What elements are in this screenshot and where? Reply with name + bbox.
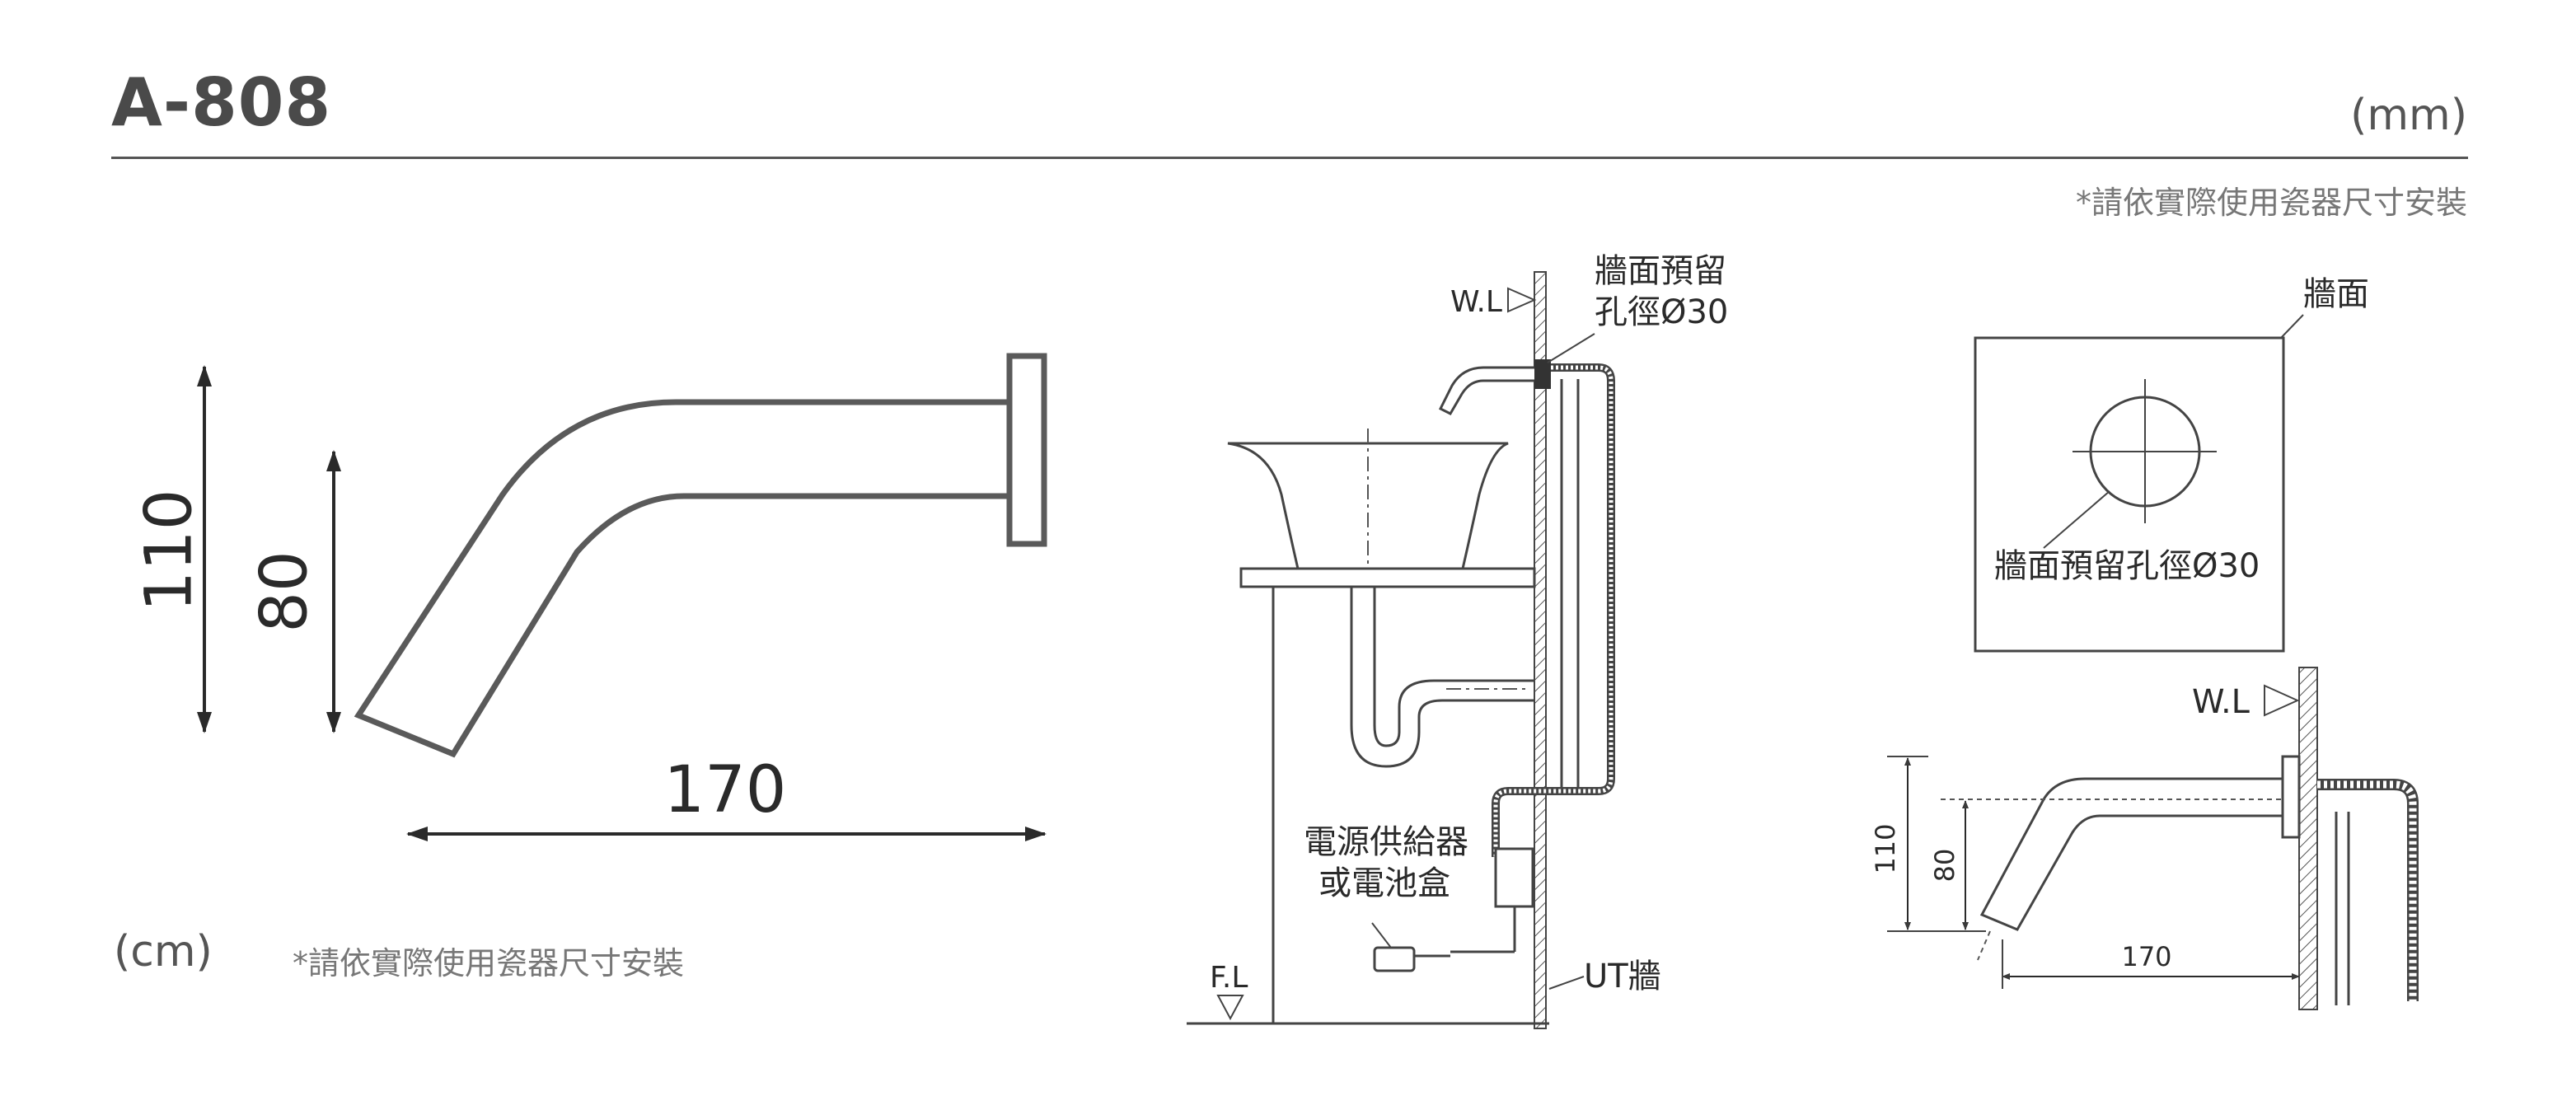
- power-supply-label-line1: 電源供給器: [1304, 823, 1468, 861]
- side-faucet-spout: [1979, 777, 2284, 931]
- side-dimension-view: 110 80 170 W.L: [1870, 667, 2419, 1010]
- control-valve: [1494, 847, 1534, 908]
- side-wall-section: [2298, 667, 2318, 1010]
- supply-hose: [1492, 363, 1615, 857]
- side-water-level-label: W.L: [2192, 683, 2250, 721]
- install-note-bottom: *請依實際使用瓷器尺寸安裝: [293, 945, 685, 981]
- unit-label-cm: (cm): [114, 927, 213, 977]
- power-supply-box: [1373, 946, 1416, 972]
- wall-hole-label-line1: 牆面預留: [1595, 252, 1726, 290]
- wall-faucet: [1438, 366, 1534, 415]
- side-supply-hose: [2317, 779, 2419, 1001]
- water-level-marker: [1507, 287, 1537, 313]
- floor-level-marker: [1216, 995, 1244, 1021]
- faucet-profile-view: 110 80 170: [132, 353, 1047, 841]
- counter-top: [1239, 567, 1536, 588]
- side-dim-text-80: 80: [1929, 849, 1960, 883]
- model-title: A-808: [111, 64, 332, 141]
- wall-hole-label: 牆面預留孔徑Ø30: [1994, 547, 2260, 585]
- installation-section-view: W.L 牆面預留 孔徑Ø30 電源供給器 或電池盒 F.L UT牆: [1187, 252, 1728, 1029]
- dim-text-110: 110: [132, 489, 206, 612]
- install-note-top: *請依實際使用瓷器尺寸安裝: [2075, 185, 2467, 221]
- wall-label: 牆面: [2303, 275, 2369, 313]
- header-divider: [111, 157, 2468, 159]
- wall-section: [1534, 271, 1547, 1029]
- dim-text-170: 170: [664, 753, 787, 827]
- floor-level-label: F.L: [1210, 961, 1248, 995]
- power-supply-label-line2: 或電池盒: [1318, 864, 1450, 902]
- ut-wall-label: UT牆: [1584, 958, 1661, 995]
- faucet-spout-outline: [354, 399, 1013, 758]
- drain-trap: [1350, 587, 1534, 768]
- side-dim-text-170: 170: [2121, 941, 2171, 972]
- dim-text-80: 80: [247, 550, 321, 632]
- wall-flange: [1006, 353, 1047, 547]
- wall-front-view: 牆面 牆面預留孔徑Ø30: [1974, 275, 2369, 653]
- wall-hole-label-line2: 孔徑Ø30: [1595, 293, 1728, 331]
- side-dim-text-110: 110: [1870, 823, 1901, 874]
- side-water-level-marker: [2264, 684, 2300, 717]
- water-level-label: W.L: [1450, 285, 1502, 319]
- unit-label-mm: (mm): [2350, 91, 2467, 140]
